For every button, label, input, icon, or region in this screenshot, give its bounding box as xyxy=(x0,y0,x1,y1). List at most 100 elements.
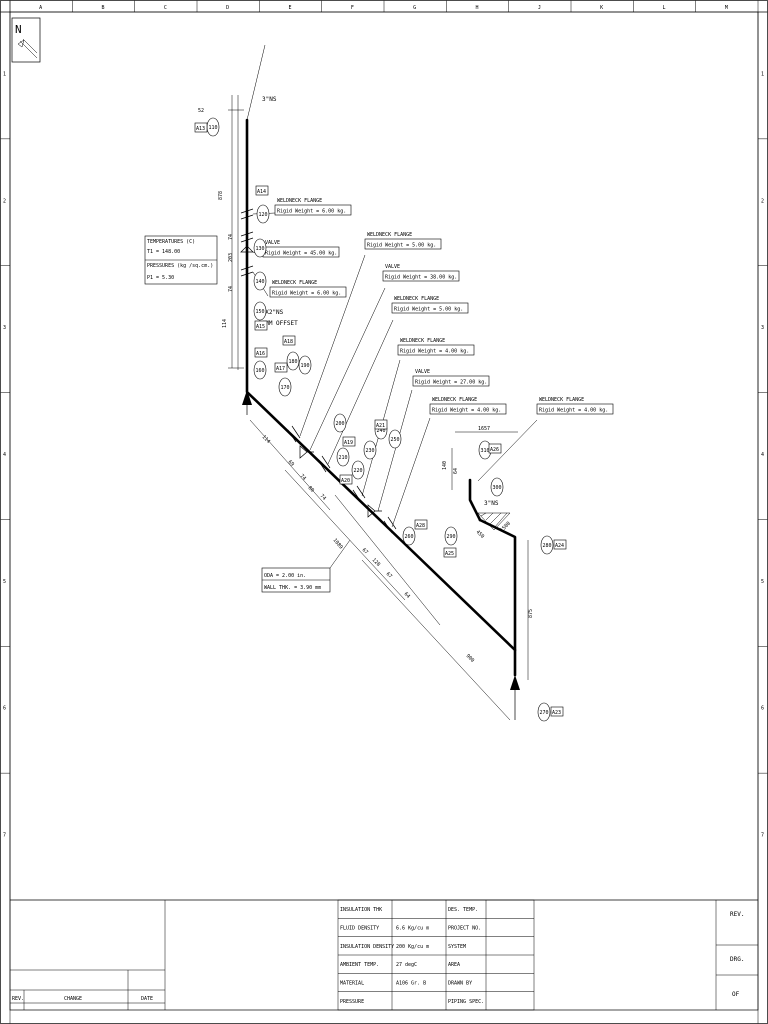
spec-label: INSULATION THK xyxy=(340,907,382,913)
anchor-id: A19 xyxy=(344,440,353,446)
node-number: 190 xyxy=(301,363,310,369)
date-column-header: DATE xyxy=(141,996,153,1002)
dimension-value: 67 xyxy=(361,547,370,556)
grid-row-label: 1 xyxy=(3,71,6,77)
node-number: 230 xyxy=(366,448,375,454)
callout-weight: Rigid Weight = 27.00 kg. xyxy=(415,380,487,386)
dimension-value: 80 xyxy=(307,485,316,494)
anchor-id: A24 xyxy=(555,543,564,549)
project-label: PROJECT NO. xyxy=(448,926,481,932)
drawing-number-label: DRG. xyxy=(730,956,744,963)
anchor-id: A15 xyxy=(256,324,265,330)
north-label: N xyxy=(15,23,22,36)
node-bubble xyxy=(336,447,350,467)
pressure-title: PRESSURES (kg /sq.cm.) xyxy=(147,263,213,269)
callout-weight-box xyxy=(397,344,475,356)
node-number: 250 xyxy=(391,437,400,443)
callout-weight: Rigid Weight = 4.00 kg. xyxy=(400,349,469,355)
dimension-value: 128 xyxy=(371,557,382,568)
callout-title: WELDNECK FLANGE xyxy=(272,280,317,286)
spec-value: 6.6 Kg/cu m xyxy=(396,926,429,932)
dimension-value: 140 xyxy=(442,461,448,470)
node-bubble xyxy=(540,535,554,555)
callout-weight: Rigid Weight = 6.00 kg. xyxy=(272,291,341,297)
project-label: PIPING SPEC. xyxy=(448,999,484,1005)
anchor-arrows xyxy=(242,390,520,720)
node-bubble xyxy=(253,238,267,258)
grid-row-label-right: 6 xyxy=(761,706,764,712)
pipe-size-mid: 3"NS xyxy=(484,500,499,507)
spec-label: PRESSURE xyxy=(340,999,364,1005)
anchor-box xyxy=(443,547,457,558)
dimension-value: 74 xyxy=(228,234,234,240)
wall-thickness: WALL THK. = 3.90 mm xyxy=(264,585,321,591)
node-number: 150 xyxy=(256,309,265,315)
grid-column-label: C xyxy=(164,5,167,11)
anchor-id: A21 xyxy=(376,423,385,429)
anchor-box xyxy=(274,362,288,373)
grid-row-label-right: 5 xyxy=(761,579,764,585)
node-number: 130 xyxy=(256,246,265,252)
change-column-header: CHANGE xyxy=(64,996,82,1002)
dimension-value: 52 xyxy=(198,108,204,114)
sheet-of-label: OF xyxy=(732,991,740,998)
anchor-id: A16 xyxy=(256,351,265,357)
callout-title: WELDNECK FLANGE xyxy=(394,296,439,302)
node-number: 120 xyxy=(259,212,268,218)
anchor-box xyxy=(254,320,268,331)
node-number: 300 xyxy=(493,485,502,491)
grid-row-label-right: 4 xyxy=(761,452,764,458)
node-bubble xyxy=(253,271,267,291)
callout-title: VALVE xyxy=(415,369,430,375)
dimension-value: 1657 xyxy=(478,426,490,432)
fittings-diagonal xyxy=(287,425,397,534)
anchor-id: A25 xyxy=(445,551,454,557)
grid-row-label-right: 2 xyxy=(761,198,764,204)
grid-column-label: M xyxy=(725,5,728,11)
node-bubble xyxy=(537,702,551,722)
grid-row-label: 4 xyxy=(3,452,6,458)
offset-label: 14MM OFFSET xyxy=(258,320,298,327)
node-bubble xyxy=(333,413,347,433)
revision-label: REV. xyxy=(730,911,744,918)
spec-value: 200 Kg/cu m xyxy=(396,944,429,950)
grid-row-label-right: 3 xyxy=(761,325,764,331)
pipe-text-labels: 3"NS 3"NS 3"X2"NS 14MM OFFSET xyxy=(258,96,499,507)
dimension-value: 74 xyxy=(299,473,308,482)
support-hatch xyxy=(477,512,511,531)
node-bubble xyxy=(402,526,416,546)
grid-column-label: G xyxy=(413,5,416,11)
callout-title: WELDNECK FLANGE xyxy=(539,397,584,403)
anchor-box xyxy=(255,185,269,196)
anchor-id: A17 xyxy=(276,366,285,372)
callout-weight: Rigid Weight = 5.00 kg. xyxy=(367,243,436,249)
grid-column-label: E xyxy=(289,5,292,11)
callout-weight: Rigid Weight = 38.00 kg. xyxy=(385,275,457,281)
spec-label: MATERIAL xyxy=(340,981,364,987)
grid-row-label: 2 xyxy=(3,198,6,204)
grid-column-label: A xyxy=(39,5,42,11)
node-bubble xyxy=(286,351,300,371)
callout-weight-box xyxy=(412,375,490,387)
anchor-box xyxy=(488,443,502,454)
pressure-value: P1 = 5.30 xyxy=(147,275,174,281)
node-number: 170 xyxy=(281,385,290,391)
anchor-id: A18 xyxy=(284,339,293,345)
node-number: 260 xyxy=(405,534,414,540)
callout-weight-box xyxy=(269,286,347,298)
project-label: AREA xyxy=(448,962,460,968)
dimension-value: 74 xyxy=(319,493,328,502)
dimension-value: 450 xyxy=(475,529,486,540)
anchor-box xyxy=(342,436,356,447)
node-number: 210 xyxy=(339,455,348,461)
node-number: 140 xyxy=(256,279,265,285)
callout-weight: Rigid Weight = 45.00 kg. xyxy=(265,251,337,257)
leader-lines xyxy=(252,212,538,528)
callout-title: WELDNECK FLANGE xyxy=(277,198,322,204)
callout-weight-box xyxy=(391,302,469,314)
node-bubble xyxy=(253,360,267,380)
